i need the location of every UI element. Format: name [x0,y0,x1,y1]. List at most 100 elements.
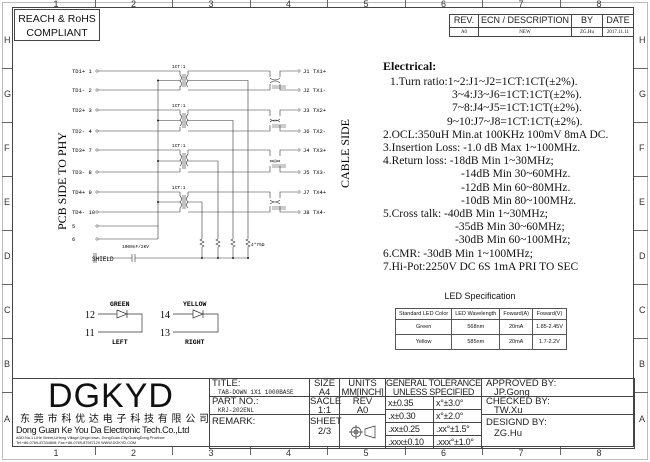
row-letter: F [4,143,10,153]
remark-label: REMARK: [212,416,256,427]
pin-terminal [95,108,99,112]
remark-cell: REMARK: [209,414,310,449]
pin-label-right: J6 TX2- [303,128,326,135]
tolerance-value: x°±2.0° [433,409,482,423]
common-mode-choke-icon [188,149,297,173]
column-number: 3 [208,448,214,458]
units-value: MM[INCH] [341,387,384,398]
grid-tick [250,0,251,7]
cell: 585nm [451,334,501,350]
company-logo: DGKYD [48,379,174,415]
row-letter: G [639,89,647,99]
scale-label: SACLE [310,396,342,407]
row-letter: F [639,143,645,153]
grid-tick [634,392,648,393]
electrical-line: -35dB Min 30~60MHz; [455,221,565,234]
row-letter: A [639,413,646,424]
grid-tick [634,68,648,69]
resistor-icon [199,238,205,258]
row-letter: B [4,359,11,369]
rev-label: REV [352,396,373,407]
left-label: LEFT [112,339,128,346]
right-label: RIGHT [185,339,205,346]
transformer-label: 1CT:1 [172,143,186,149]
column-number: 5 [363,448,369,458]
approved-cell: APPROVED BY:JP.Gong [481,378,635,397]
grid-tick [405,0,406,7]
date-value: 2017.11.11 [602,27,634,37]
column-number: 5 [363,0,369,9]
sheet-value: 2/3 [317,426,332,437]
tolerance-value: x±0.35 [385,396,434,410]
electrical-line: 5.Cross talk: -40dB Min 1~30MHz; [383,208,548,220]
column-number: 2 [130,0,136,9]
common-mode-choke-icon [188,70,297,91]
pin-terminal [297,108,301,112]
pin-label-left: TD3- 8 [72,169,92,176]
capacitor-label: 1000nF/2KV [122,244,149,250]
yellow-pin-13: 13 [160,328,170,339]
pin-terminal [95,210,99,214]
row-letter: A [4,413,11,424]
grid-tick [2,338,12,339]
electrical-title: Electrical: [383,59,437,73]
grid-tick [634,338,648,339]
electrical-line: -12dB Min 60~80MHz. [461,181,571,194]
green-pin-11: 11 [85,328,95,339]
yellow-pin-14: 14 [160,310,170,321]
electrical-line: 3.Insertion Loss: -1.0 dB Max 1~100MHz. [383,142,581,154]
transformer-label: 1CT:1 [172,64,186,70]
company-address: ADD:No.1 LiHe Street,LiHeng Village,Qing… [16,436,165,440]
grid-tick [634,284,648,285]
grid-tick [95,0,96,7]
grid-tick [634,122,648,123]
grid-tick [560,0,561,7]
designed-label: DESIGND BY: [486,417,547,428]
drawing-frame [12,7,634,447]
grid-tick [95,447,96,455]
shield-label: SHIELD [92,256,114,263]
grid-tick [2,68,12,69]
pin-label-right: J5 TX3- [303,169,326,176]
tolerance-value: .xxx°±1.0° [433,435,482,449]
pin-label-right: J3 TX2+ [303,107,326,114]
pin-label-left: TD2+ 3 [72,107,92,114]
column-number: 1 [53,448,59,458]
company-name-cn: 东 莞 市 科 优 达 电 子 科 技 有 限 公 司 [20,414,210,425]
company-block: DGKYD 东 莞 市 科 优 达 电 子 科 技 有 限 公 司 Dong G… [12,379,210,448]
column-number: 3 [208,0,214,9]
header-forward-a: Foward(A) [499,308,533,320]
electrical-line: 9~10:J7~J8=1CT:1CT(±2%). [447,115,583,128]
projection-cell [339,414,386,449]
row-letter: H [4,35,11,45]
resistor-label: 4*75Ω [251,242,265,248]
title-cell: TITLE: TAB-DOWN 1X1 1000BASE [209,378,310,397]
table-row: Green 568nm 20mA 1.85-2.45V [394,319,567,335]
approved-label: APPROVED BY: [486,378,557,389]
checked-value: TW.Xu [494,405,523,416]
transformer-label: 1CT:1 [172,103,186,109]
center-tap-wire [188,160,219,239]
pin-terminal [297,170,301,174]
pin-label-left: TD4+ 9 [72,189,92,196]
tolerance-value: .xx°±1.5° [433,422,482,436]
pin-terminal [95,69,99,73]
pcb-side-label: PCB SIDE TO PHY [55,132,69,230]
pin-label-right: J7 TX4+ [303,189,326,196]
pin-terminal [95,190,99,194]
center-tap-wire [188,120,234,239]
pin-label-right: J8 TX4- [303,209,326,216]
yellow-led-label: YELLOW [183,301,207,308]
approved-value: JP.Gong [494,387,530,398]
pin-label-left: TD1+ 1 [72,68,93,75]
cell: Yellow [394,334,453,350]
pin-terminal [95,237,99,241]
checked-label: CHECKED BY: [486,396,550,407]
shield-capacitor-wire [93,253,248,263]
row-letter: B [639,359,646,369]
tolerance-value: .xx±0.25 [385,422,434,436]
